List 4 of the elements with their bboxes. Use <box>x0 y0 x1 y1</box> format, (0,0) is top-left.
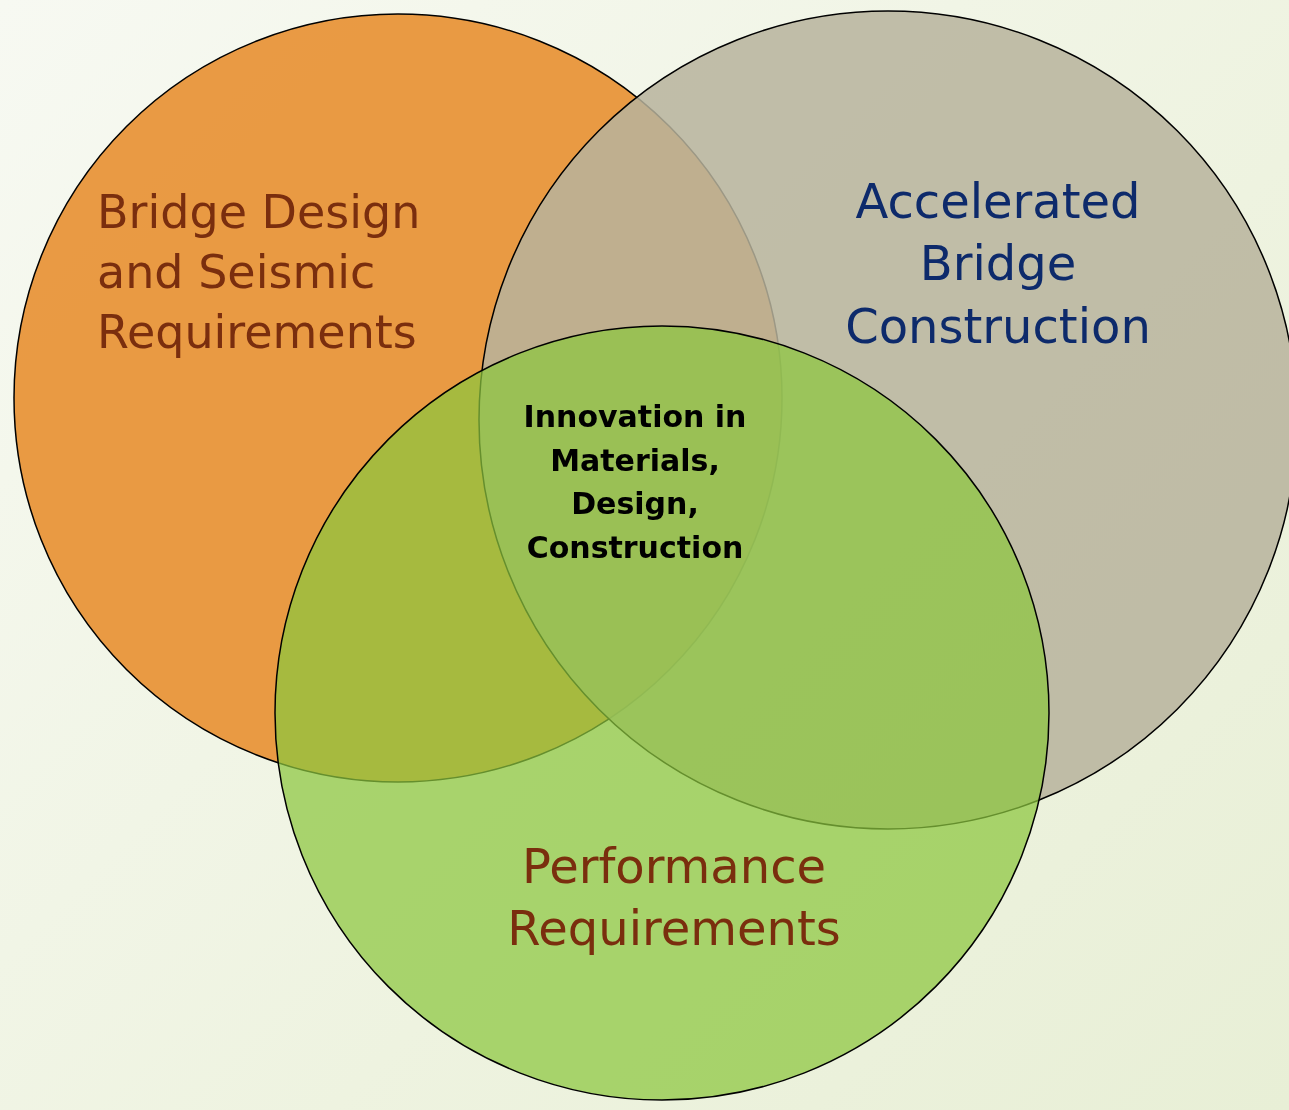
circle-label: Performance Requirements <box>506 837 842 959</box>
overlap-label: Innovation in Materials, Design, Construction <box>522 398 748 567</box>
circle-label: Accelerated Bridge Construction <box>844 172 1152 356</box>
circle-label: Bridge Design and Seismic Requirements <box>97 184 422 361</box>
